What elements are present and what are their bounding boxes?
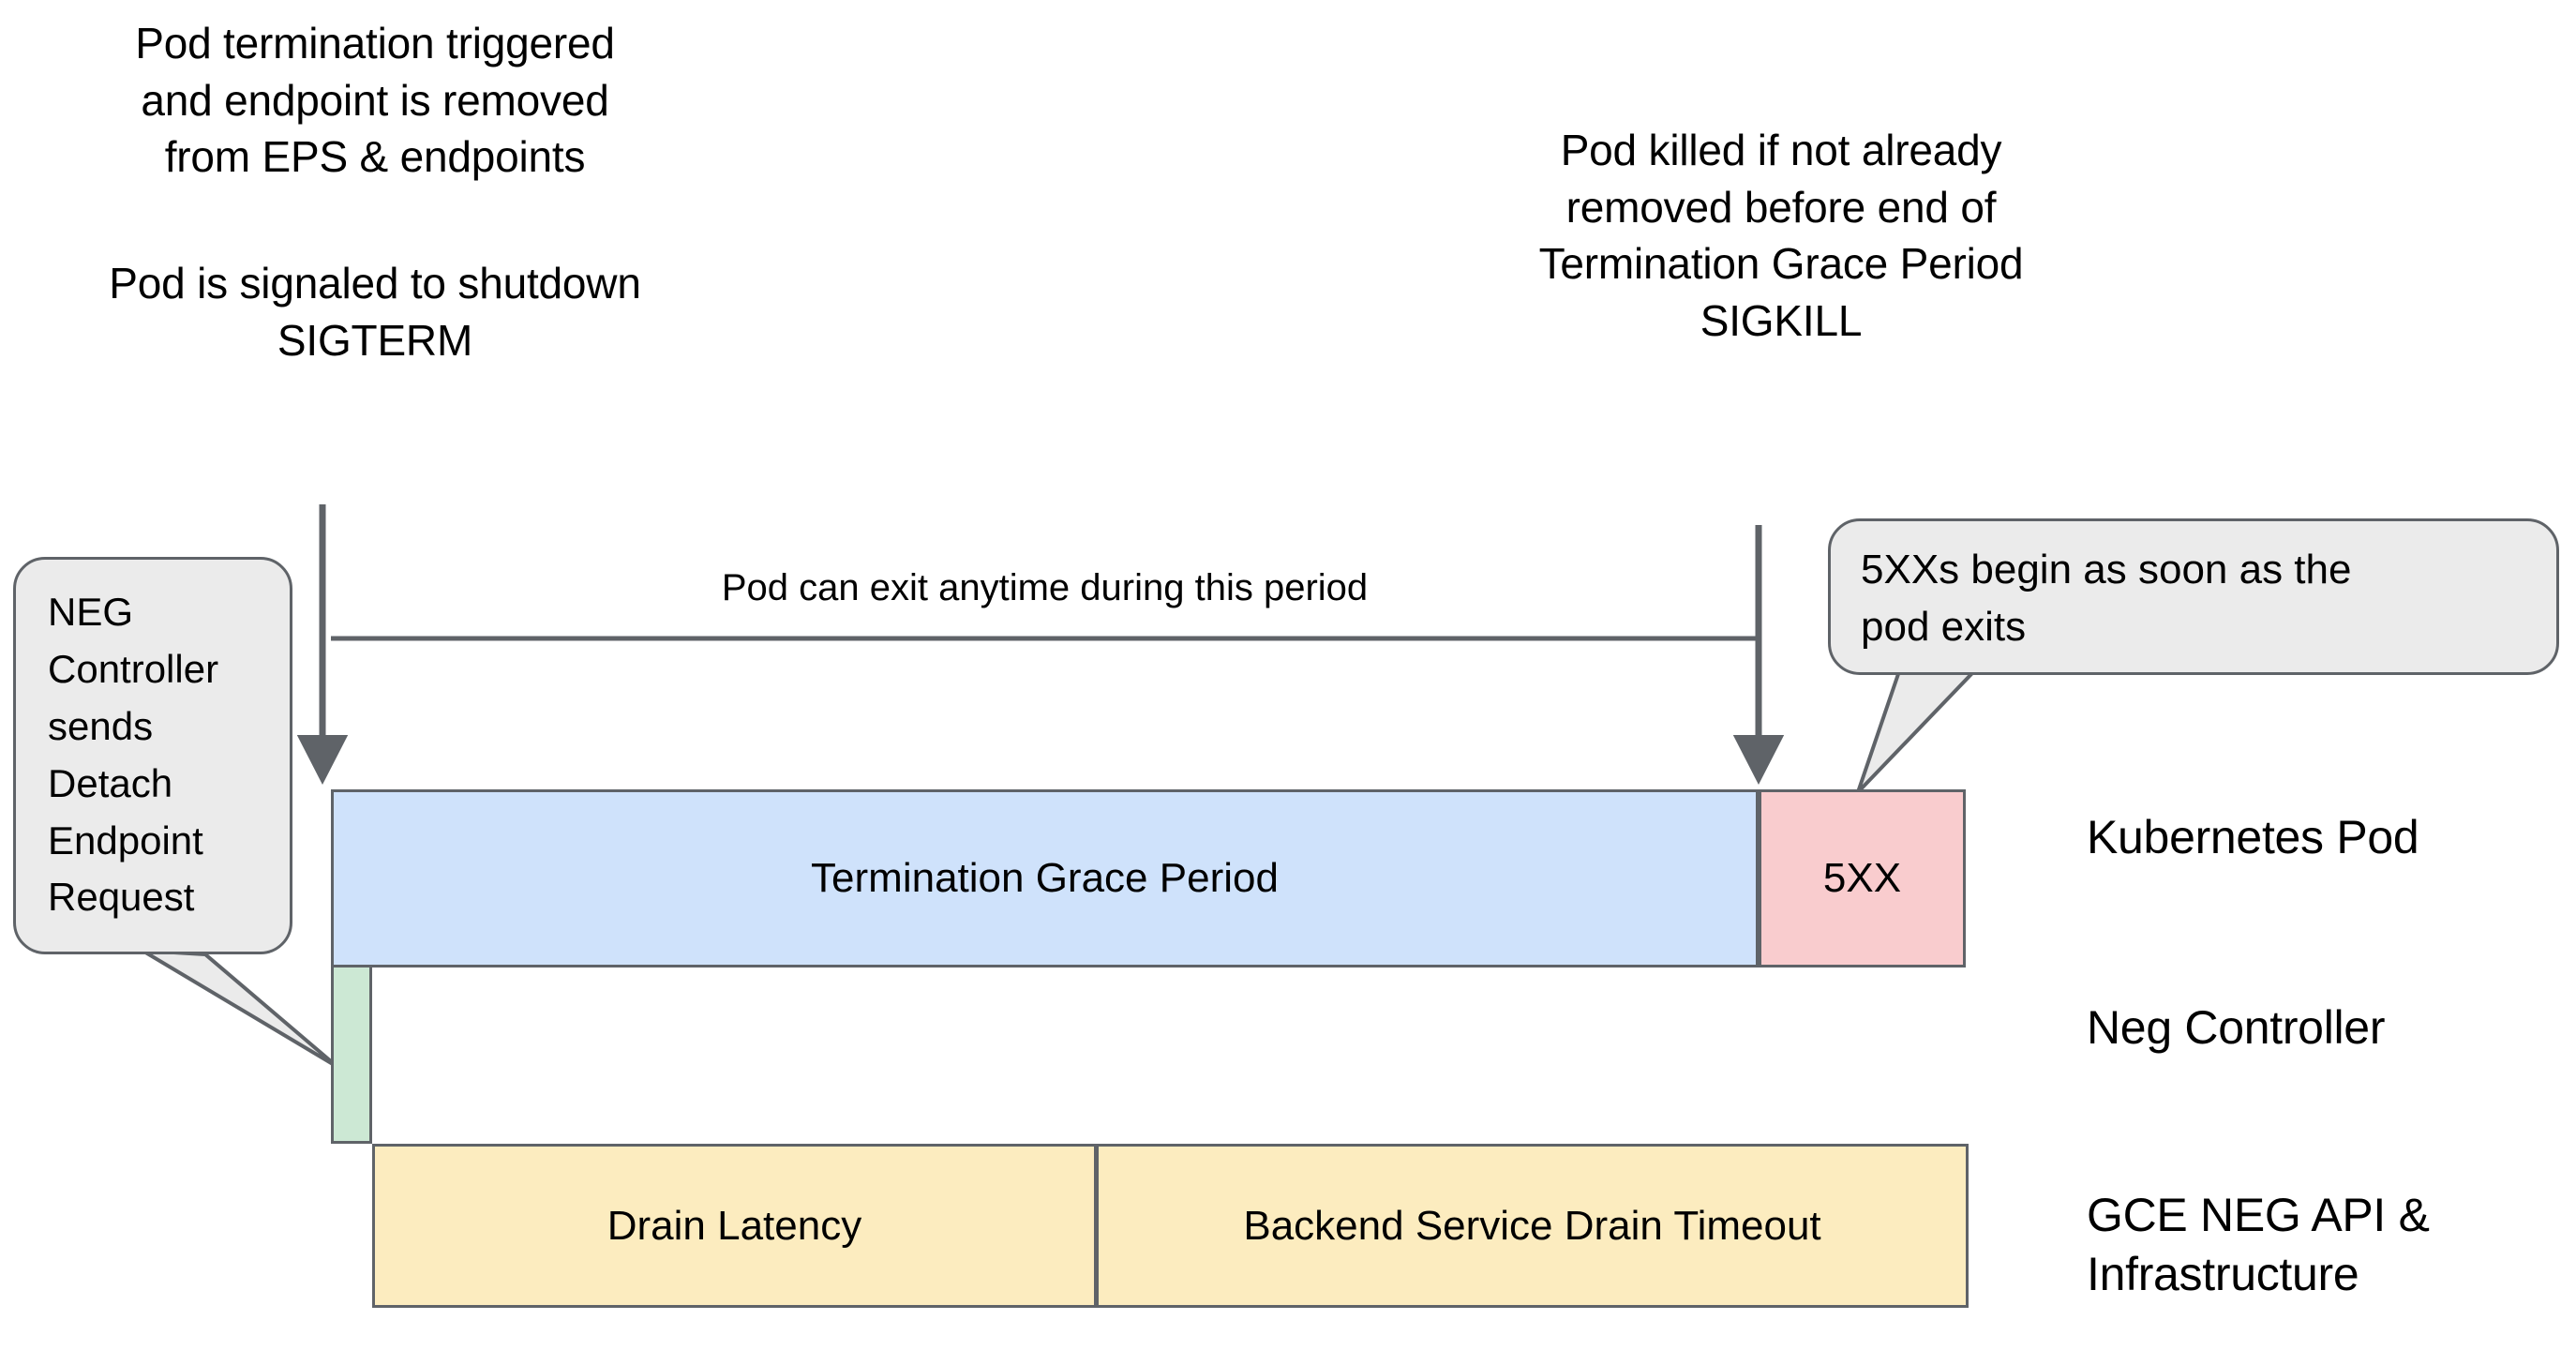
annotation-pod-termination-triggered: Pod termination triggered and endpoint i… xyxy=(135,19,615,182)
bar-backend-service-drain-timeout: Backend Service Drain Timeout xyxy=(1097,1144,1969,1308)
bar-termination-grace-period: Termination Grace Period xyxy=(331,789,1759,968)
bar-drain-latency: Drain Latency xyxy=(372,1144,1097,1308)
annotation-pod-killed-sigkill: Pod killed if not already removed before… xyxy=(1538,126,2024,346)
row-label-neg-controller: Neg Controller xyxy=(2087,1001,2386,1054)
callout-tail-neg xyxy=(141,949,339,1069)
callout-tail-5xx xyxy=(1856,668,1977,794)
caption-pod-can-exit: Pod can exit anytime during this period xyxy=(721,567,1369,608)
row-label-gce-neg-api: GCE NEG API & Infrastructure xyxy=(2087,1189,2430,1300)
annotation-pod-signaled-sigterm: Pod is signaled to shutdown SIGTERM xyxy=(109,259,641,365)
bar-neg-controller-detach xyxy=(331,968,372,1144)
callout-neg-controller: NEG Controller sends Detach Endpoint Req… xyxy=(13,557,292,954)
row-label-kubernetes-pod: Kubernetes Pod xyxy=(2087,811,2419,863)
bar-5xx: 5XX xyxy=(1759,789,1966,968)
callout-5xx-begin: 5XXs begin as soon as the pod exits xyxy=(1828,518,2559,675)
